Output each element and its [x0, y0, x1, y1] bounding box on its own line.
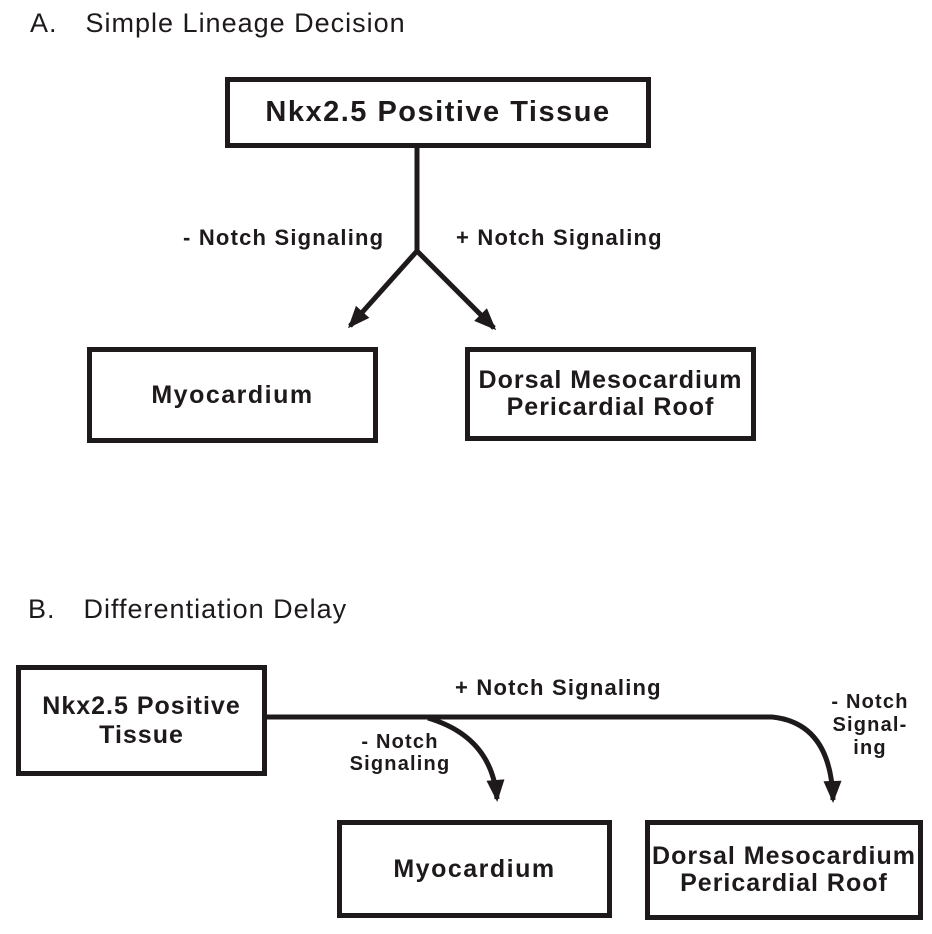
a-plus-notch-text: + Notch Signaling: [456, 225, 663, 250]
b-plus-notch-text: + Notch Signaling: [455, 675, 662, 700]
b-left-label-line1: - Notch: [361, 731, 439, 753]
a-minus-notch-text: - Notch Signaling: [183, 225, 385, 250]
panel-a-title: A. Simple Lineage Decision: [30, 8, 406, 39]
panel-b-letter: B.: [28, 594, 56, 624]
b-dorsal-line2: Pericardial Roof: [680, 869, 888, 897]
b-plus-notch-signaling-label: + Notch Signaling: [455, 675, 662, 701]
b-branch-arrow: [427, 715, 505, 802]
panel-a-letter: A.: [30, 8, 58, 38]
panel-b-title: B. Differentiation Delay: [28, 594, 347, 625]
a-root-box-nkx25-positive-tissue: Nkx2.5 Positive Tissue: [225, 77, 651, 148]
b-right-label-line1: - Notch: [831, 691, 909, 713]
b-right-label-line2: Signal-: [832, 714, 908, 736]
a-plus-notch-signaling-label: + Notch Signaling: [456, 225, 663, 251]
b-main-arrow: [267, 714, 842, 803]
panel-b-title-text: Differentiation Delay: [83, 594, 348, 624]
panel-a-title-text: Simple Lineage Decision: [85, 8, 406, 38]
a-myocardium-box: Myocardium: [87, 347, 378, 443]
a-dorsal-mesocardium-box: Dorsal Mesocardium Pericardial Roof: [465, 347, 756, 441]
b-root-line1: Nkx2.5 Positive: [42, 691, 241, 720]
a-dorsal-line1: Dorsal Mesocardium: [478, 365, 743, 394]
b-root-box-nkx25-positive-tissue: Nkx2.5 Positive Tissue: [16, 665, 267, 776]
b-myocardium-box: Myocardium: [337, 820, 612, 918]
b-myocardium-label: Myocardium: [393, 854, 556, 883]
b-right-label-line3: ing: [853, 737, 887, 759]
a-branch-left-arrow: [348, 249, 419, 329]
b-minus-notch-signaling-left-label: - Notch Signaling: [340, 731, 460, 775]
a-root-box-label: Nkx2.5 Positive Tissue: [265, 96, 611, 128]
b-dorsal-line1: Dorsal Mesocardium: [652, 841, 916, 870]
a-branch-right-arrow: [415, 249, 497, 331]
a-myocardium-label: Myocardium: [151, 380, 314, 409]
a-minus-notch-signaling-label: - Notch Signaling: [183, 225, 384, 251]
b-root-line2: Tissue: [99, 720, 184, 749]
b-dorsal-mesocardium-box: Dorsal Mesocardium Pericardial Roof: [645, 820, 923, 920]
b-left-label-line2: Signaling: [349, 753, 451, 775]
b-minus-notch-signaling-right-label: - Notch Signal- ing: [820, 691, 920, 760]
a-dorsal-line2: Pericardial Roof: [506, 393, 715, 421]
